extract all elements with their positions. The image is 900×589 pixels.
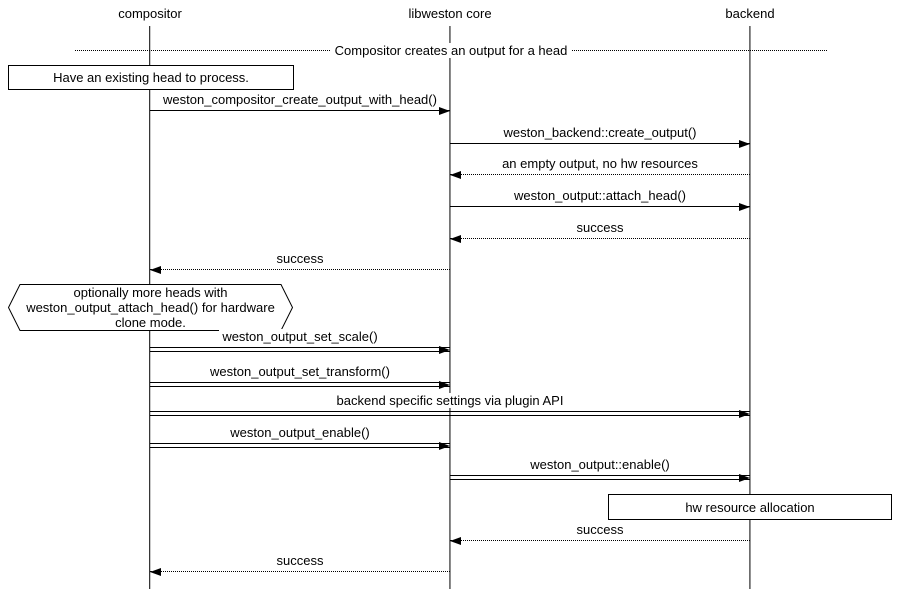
message-attach-head-success: success xyxy=(450,220,750,243)
message-arrow xyxy=(150,442,450,450)
message-arrow xyxy=(450,203,750,211)
message-arrow xyxy=(150,266,450,274)
message-backend-output-enable: weston_output::enable() xyxy=(450,457,750,482)
message-create-output-with-head: weston_compositor_create_output_with_hea… xyxy=(150,92,450,115)
message-plugin-api-settings: backend specific settings via plugin API xyxy=(150,393,750,418)
lifeline-backend: backend xyxy=(725,6,775,589)
divider-label: Compositor creates an output for a head xyxy=(329,43,573,58)
lifeline-line-libweston-core xyxy=(449,26,451,589)
note-clone-mode: optionally more heads with weston_output… xyxy=(8,284,293,331)
message-label: weston_output::attach_head() xyxy=(450,188,750,203)
lifeline-label-compositor: compositor xyxy=(118,6,182,21)
message-set-scale: weston_output_set_scale() xyxy=(150,329,450,354)
message-label: an empty output, no hw resources xyxy=(450,156,750,171)
message-final-success: success xyxy=(150,553,450,576)
divider-line-left xyxy=(75,50,330,51)
lifeline-line-backend xyxy=(749,26,751,589)
message-label: success xyxy=(150,251,450,266)
message-output-enable: weston_output_enable() xyxy=(150,425,450,450)
divider-line-right xyxy=(572,50,828,51)
message-empty-output-return: an empty output, no hw resources xyxy=(450,156,750,179)
note-clone-mode-text: optionally more heads with weston_output… xyxy=(26,285,275,330)
message-arrow xyxy=(150,410,750,418)
message-label: weston_backend::create_output() xyxy=(450,125,750,140)
message-create-output-success: success xyxy=(150,251,450,274)
message-label: weston_compositor_create_output_with_hea… xyxy=(150,92,450,107)
message-label: success xyxy=(150,553,450,568)
section-divider: Compositor creates an output for a head xyxy=(75,43,828,58)
message-set-transform: weston_output_set_transform() xyxy=(150,364,450,389)
message-arrow xyxy=(150,381,450,389)
lifeline-label-backend: backend xyxy=(725,6,775,21)
note-existing-head: Have an existing head to process. xyxy=(8,65,294,90)
message-arrow xyxy=(150,107,450,115)
message-arrow xyxy=(450,537,750,545)
message-arrow xyxy=(450,140,750,148)
message-attach-head: weston_output::attach_head() xyxy=(450,188,750,211)
lifeline-libweston-core: libweston core xyxy=(408,6,492,589)
lifeline-label-libweston-core: libweston core xyxy=(408,6,492,21)
message-label: weston_output::enable() xyxy=(450,457,750,472)
message-label: weston_output_set_transform() xyxy=(150,364,450,379)
message-arrow xyxy=(450,235,750,243)
message-enable-success: success xyxy=(450,522,750,545)
message-arrow xyxy=(450,474,750,482)
message-label: success xyxy=(450,220,750,235)
message-arrow xyxy=(450,171,750,179)
message-label: weston_output_enable() xyxy=(150,425,450,440)
message-arrow xyxy=(150,346,450,354)
message-backend-create-output: weston_backend::create_output() xyxy=(450,125,750,148)
note-hw-resource-allocation: hw resource allocation xyxy=(608,494,892,520)
message-label: success xyxy=(450,522,750,537)
message-label: weston_output_set_scale() xyxy=(150,329,450,344)
message-arrow xyxy=(150,568,450,576)
message-label: backend specific settings via plugin API xyxy=(150,393,750,408)
